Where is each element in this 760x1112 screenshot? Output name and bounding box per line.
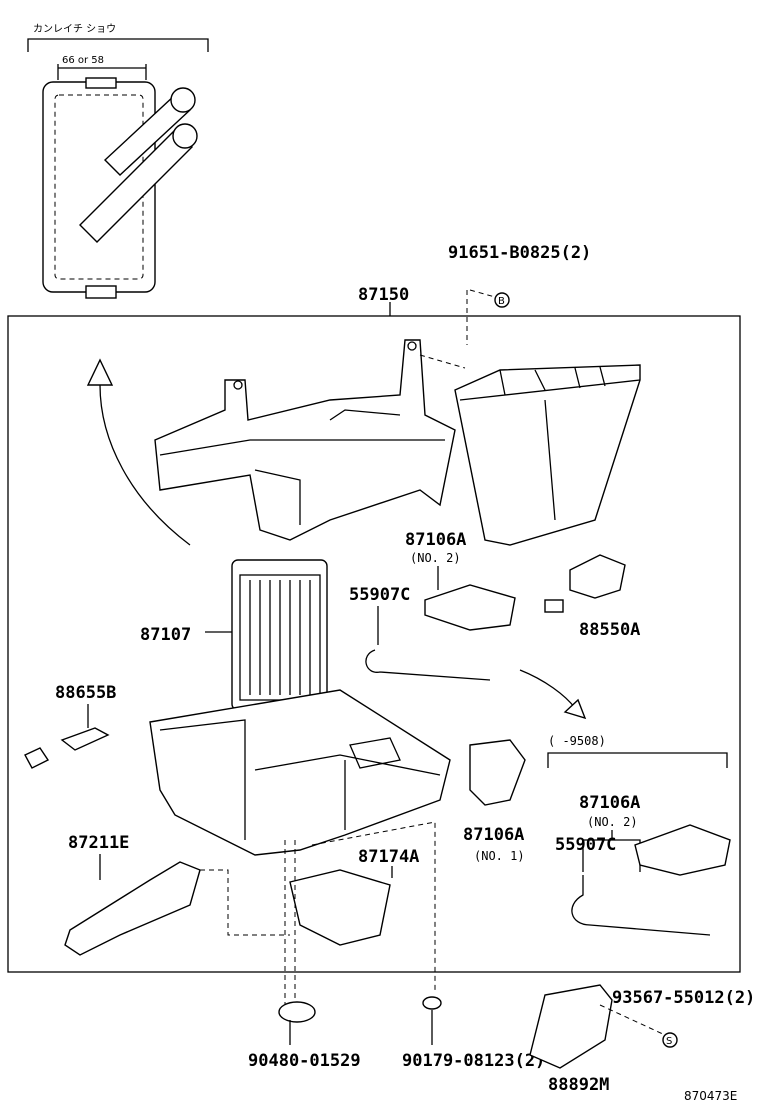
label-90480-01529: 90480-01529: [248, 1051, 361, 1071]
clamp-90480: [278, 1001, 316, 1023]
label-87106a-no2-right-sub: (NO. 2): [587, 815, 638, 829]
label-88892m: 88892M: [548, 1075, 609, 1095]
servo-motor-no2-top: [424, 584, 516, 631]
servo-motor-88550a: [569, 554, 626, 599]
label-87107: 87107: [140, 625, 191, 645]
inset-title: カンレイチ ショウ: [33, 23, 116, 35]
inset-heater-core: カンレイチ ショウ 66 or 58: [27, 23, 209, 299]
marker-s: [662, 1032, 678, 1048]
label-55907c-top: 55907C: [349, 585, 410, 605]
label-87174a: 87174A: [358, 847, 419, 867]
label-91651-b0825: 91651-B0825(2): [448, 243, 591, 263]
duct-87211e: [64, 861, 201, 956]
label-88655b: 88655B: [55, 683, 116, 703]
label-range: ( -9508): [548, 734, 606, 748]
label-87106a-no2-top: 87106A: [405, 530, 466, 550]
label-87106a-no2-top-sub: (NO. 2): [410, 551, 461, 565]
reference-code: 870473E: [684, 1089, 737, 1103]
label-55907c-right: 55907C: [555, 835, 616, 855]
label-87106a-no2-right: 87106A: [579, 793, 640, 813]
label-87106a-no1: 87106A: [463, 825, 524, 845]
assembly-frame: [7, 315, 741, 973]
blower-duct: [454, 364, 641, 546]
flow-arrow-up-icon: [86, 358, 114, 386]
servo-motor-no1: [469, 739, 526, 806]
label-87211e: 87211E: [68, 833, 129, 853]
servo-motor-no2-right: [634, 824, 731, 876]
label-90179-08123: 90179-08123(2): [402, 1051, 545, 1071]
upper-case: [154, 339, 456, 541]
wire-harness-top: [365, 649, 491, 681]
marker-b-letter: B: [498, 296, 505, 307]
flow-arrow-down-icon: [563, 698, 587, 720]
label-87150: 87150: [358, 285, 409, 305]
wire-harness-right: [571, 875, 711, 936]
grommet-90179: [422, 996, 442, 1010]
inset-dimension: 66 or 58: [62, 55, 104, 66]
drain-cover-87174a: [289, 869, 391, 946]
thermistor-88655b: [60, 727, 110, 751]
marker-s-letter: S: [666, 1036, 672, 1047]
label-87106a-no1-sub: (NO. 1): [474, 849, 525, 863]
cover-88892m: [529, 984, 613, 1069]
label-88550a: 88550A: [579, 620, 640, 640]
label-93567-55012: 93567-55012(2): [612, 988, 755, 1008]
evaporator: [231, 559, 328, 711]
lower-case: [149, 689, 451, 856]
marker-b: [494, 292, 510, 308]
